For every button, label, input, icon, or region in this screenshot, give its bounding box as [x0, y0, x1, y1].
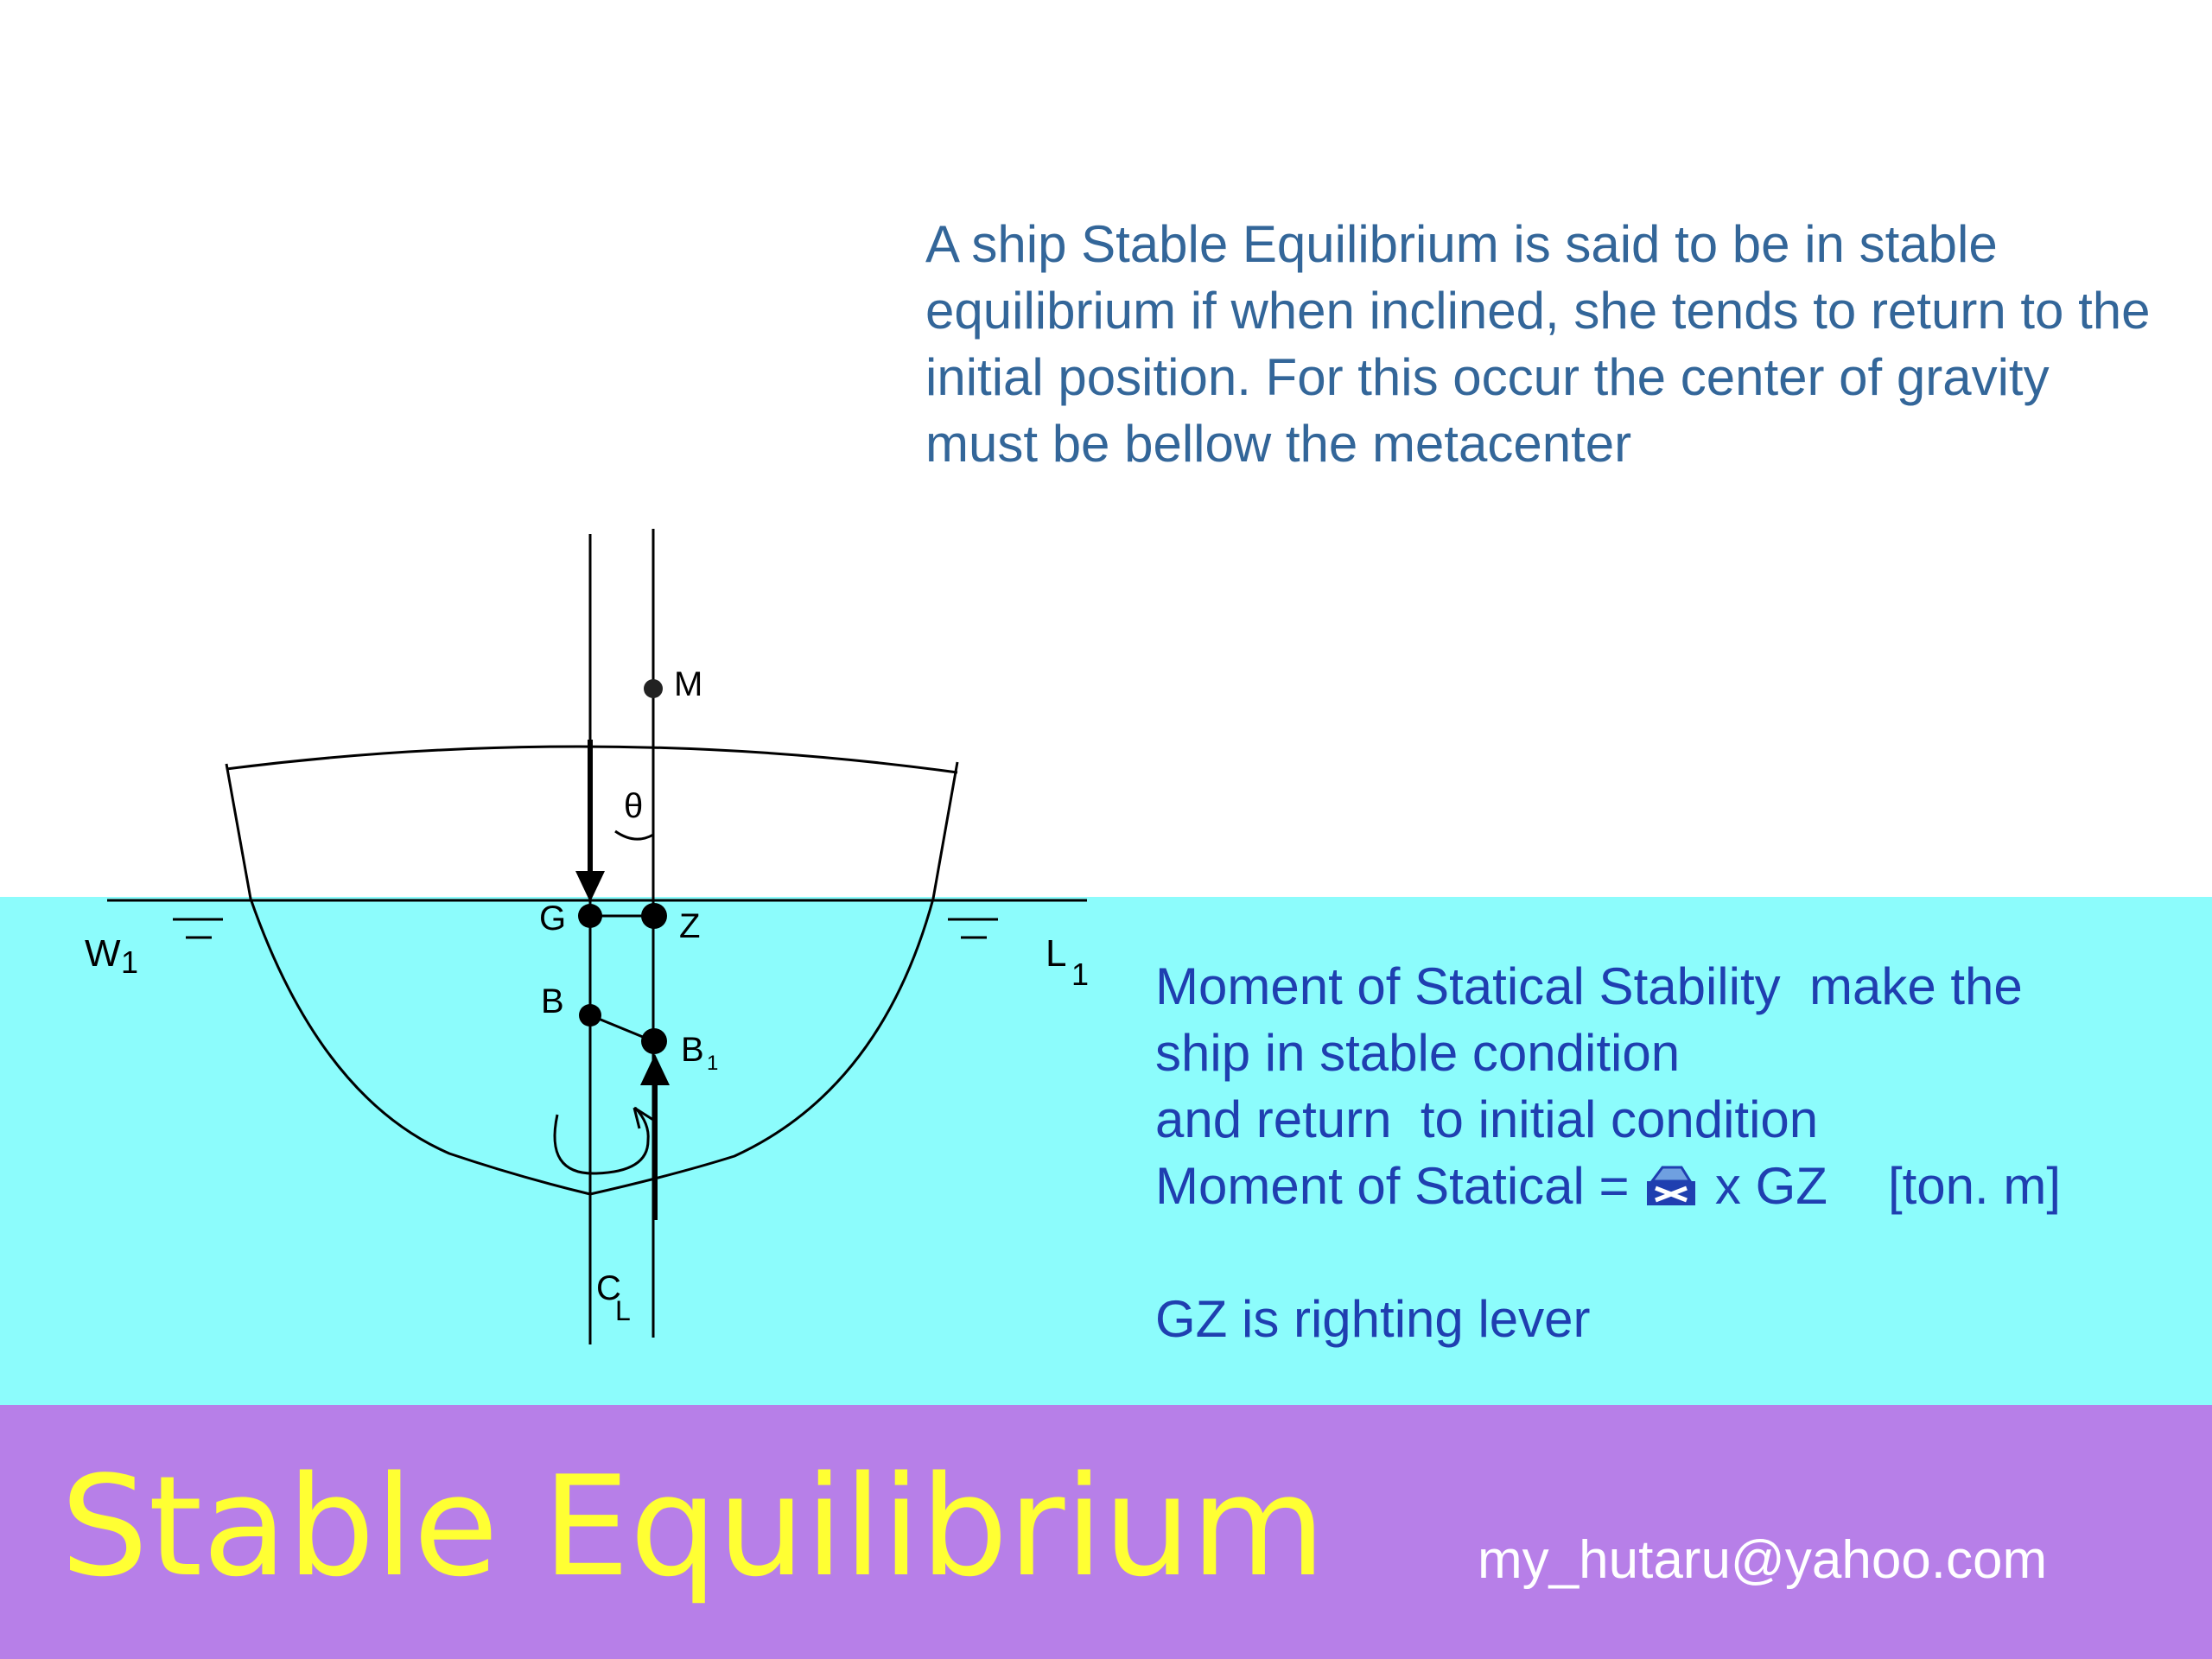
label-w: W: [85, 932, 121, 975]
point-b1: [641, 1028, 667, 1054]
moment-formula: Moment of Statical = x GZ [ton. m]: [1155, 1153, 2192, 1219]
footer-band: [0, 1405, 2212, 1659]
moment-line-3: and return to initial condition: [1155, 1090, 1819, 1148]
righting-moment-arrowhead: [632, 1106, 654, 1129]
label-m: M: [674, 665, 702, 703]
moment-spacer: [1155, 1219, 2192, 1286]
point-b: [579, 1004, 601, 1027]
slide-title: Stable Equilibrium: [60, 1446, 1326, 1607]
righting-moment-arrow: [553, 1106, 650, 1175]
formula-mid: x GZ: [1700, 1157, 1827, 1215]
water-background: [0, 897, 2212, 1405]
label-b: B: [541, 982, 564, 1020]
gz-note: GZ is righting lever: [1155, 1290, 1591, 1348]
intro-text: A ship Stable Equilibrium is said to be …: [925, 215, 2151, 473]
point-g: [578, 904, 602, 928]
author-email: my_hutaru@yahoo.com: [1478, 1530, 2048, 1590]
label-b1-sub: 1: [707, 1052, 718, 1075]
label-c: C: [596, 1269, 621, 1307]
gravity-arrowhead: [575, 871, 605, 902]
angle-arc: [614, 830, 654, 841]
moment-text-block: Moment of Statical Stability make the sh…: [1155, 953, 2192, 1352]
label-l-sub: 1: [1071, 957, 1089, 992]
label-l: L: [1046, 932, 1066, 975]
label-angle: θ: [624, 787, 643, 825]
label-g: G: [539, 899, 566, 938]
label-c-sub: L: [615, 1295, 631, 1326]
moment-line-2: ship in stable condition: [1155, 1024, 1681, 1082]
formula-unit: [ton. m]: [1887, 1157, 2062, 1215]
ship-stability-diagram: M θ G Z B B 1 W 1 L 1 C L: [85, 529, 1089, 1344]
label-w-sub: 1: [121, 944, 138, 980]
formula-prefix: Moment of Statical =: [1155, 1157, 1644, 1215]
point-m: [644, 679, 663, 698]
point-z: [641, 903, 667, 929]
label-b1: B: [681, 1031, 704, 1069]
moment-line-1: Moment of Statical Stability make the: [1155, 957, 2023, 1015]
displacement-symbol-icon: [1643, 1160, 1700, 1226]
label-z: Z: [679, 907, 700, 945]
buoyancy-arrowhead: [640, 1054, 670, 1085]
